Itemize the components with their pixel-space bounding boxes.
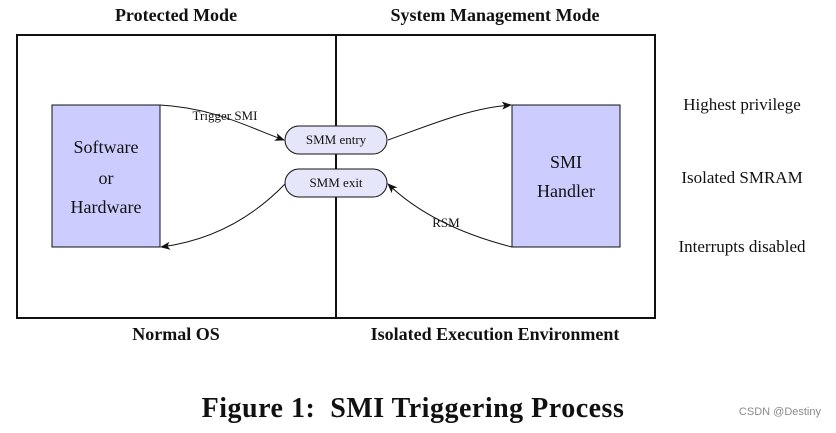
smm-entry-label: SMM entry xyxy=(306,132,367,147)
property-interrupts-disabled: Interrupts disabled xyxy=(679,237,806,256)
watermark: CSDN @Destiny xyxy=(739,406,822,418)
smi-handler-line2: Handler xyxy=(537,181,595,201)
smm-exit-pill: SMM exit xyxy=(284,168,388,198)
software-hardware-line2: or xyxy=(99,168,114,188)
property-highest-privilege: Highest privilege xyxy=(683,95,801,114)
figure-caption: Figure 1: SMI Triggering Process xyxy=(202,393,625,424)
protected-mode-header: Protected Mode xyxy=(115,5,237,25)
return-arrow xyxy=(160,183,286,250)
isolated-env-label: Isolated Execution Environment xyxy=(371,324,620,344)
smm-header: System Management Mode xyxy=(391,5,600,25)
software-hardware-line1: Software xyxy=(74,137,139,157)
to-handler-arrow xyxy=(387,101,512,141)
software-hardware-rect xyxy=(51,104,161,248)
normal-os-label: Normal OS xyxy=(132,324,220,344)
property-isolated-smram: Isolated SMRAM xyxy=(681,168,802,187)
rsm-arrow xyxy=(387,183,513,248)
smi-handler-rect xyxy=(511,104,621,248)
smm-entry-pill: SMM entry xyxy=(284,125,388,155)
trigger-smi-arrow xyxy=(159,104,285,141)
smm-exit-label: SMM exit xyxy=(309,175,362,190)
software-hardware-line3: Hardware xyxy=(71,197,142,217)
smi-handler-box: SMI Handler xyxy=(511,104,621,248)
rsm-label: RSM xyxy=(432,215,460,230)
smi-handler-line1: SMI xyxy=(550,152,582,172)
trigger-smi-label: Trigger SMI xyxy=(193,108,258,123)
software-hardware-box: Software or Hardware xyxy=(51,104,161,248)
